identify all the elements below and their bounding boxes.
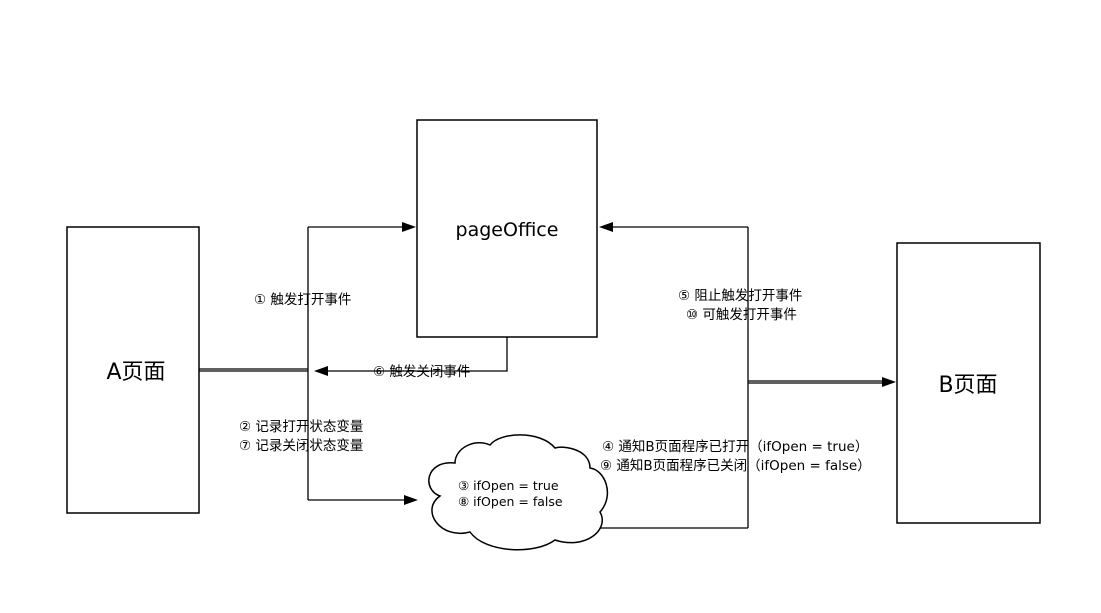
- page-b-label: B页面: [938, 373, 997, 398]
- state-text-false: ⑧ ifOpen = false: [458, 494, 563, 509]
- label-trigger-close: ⑥ 触发关闭事件: [373, 364, 470, 380]
- notify-b-arrowhead: [882, 377, 896, 387]
- record-state-arrowhead: [404, 495, 418, 505]
- state-cloud: [428, 434, 609, 551]
- label-allow-open: ⑩ 可触发打开事件: [686, 306, 797, 323]
- block-open-arrowhead: [599, 222, 613, 232]
- label-record-open: ② 记录打开状态变量: [239, 418, 363, 435]
- page-a-label: A页面: [106, 360, 165, 385]
- label-notify-close: ⑨ 通知B页面程序已关闭（ifOpen = false）: [600, 457, 871, 474]
- close-event-line: [326, 337, 508, 372]
- pageoffice-box: [416, 119, 598, 338]
- open-event-arrowhead: [402, 222, 416, 232]
- page-a-box: [66, 226, 200, 514]
- label-notify-open: ④ 通知B页面程序已打开（ifOpen = true）: [602, 438, 868, 455]
- label-record-close: ⑦ 记录关闭状态变量: [239, 438, 363, 454]
- close-event-arrowhead: [314, 366, 328, 376]
- page-b-box: [896, 242, 1041, 524]
- state-text-true: ③ ifOpen = true: [458, 478, 559, 493]
- pageoffice-label: pageOffice: [456, 219, 559, 241]
- label-trigger-open: ① 触发打开事件: [254, 291, 351, 308]
- label-block-open: ⑤ 阻止触发打开事件: [678, 287, 802, 304]
